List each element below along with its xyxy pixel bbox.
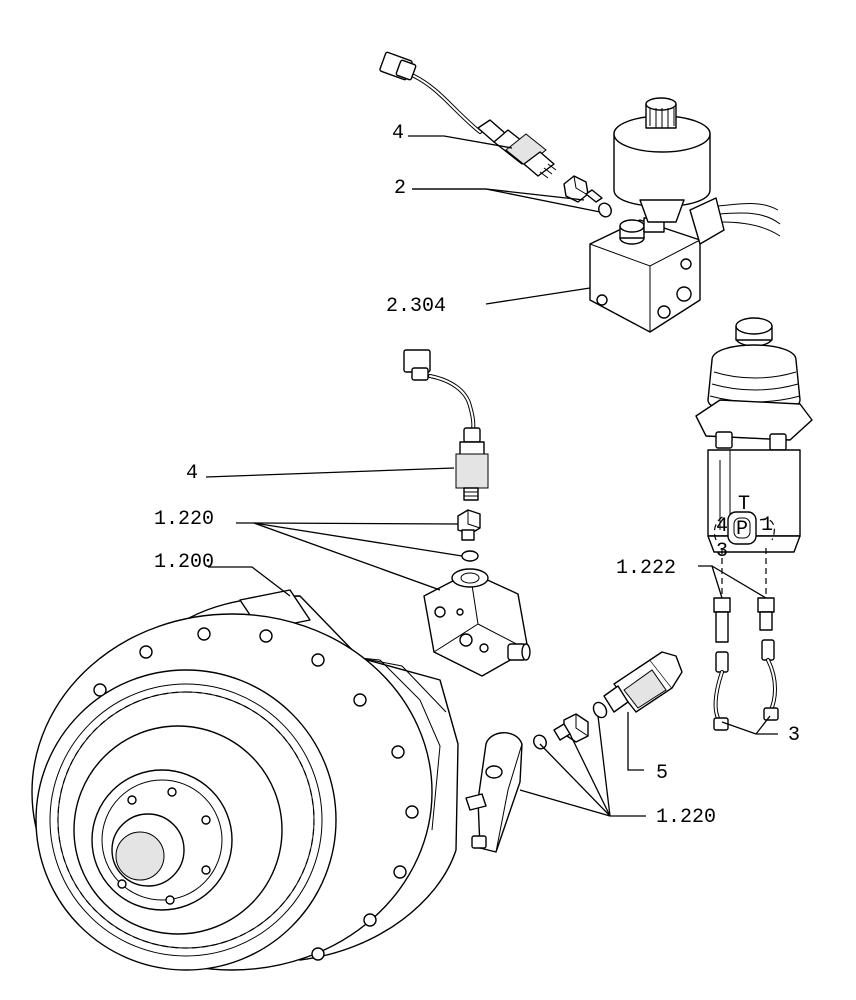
mid-sensor-assembly [403,349,489,501]
callout-top-block: 2.304 [386,295,446,318]
joystick-fittings [713,548,775,643]
flange-bolts [93,627,419,961]
port-label-t: T [738,493,750,516]
callout-transmission: 1.200 [154,551,214,574]
pressure-switch [592,651,683,719]
callout-bottom-fittings: 1.220 [656,806,716,829]
joystick-harness [713,639,779,731]
mid-manifold [423,568,531,677]
callout-top-fitting: 2 [394,177,406,200]
callout-top-sensor: 4 [392,122,404,145]
callout-mid-fittings: 1.220 [154,508,214,531]
bracket [465,732,523,853]
top-valve-block [589,97,781,333]
callout-pressure-switch: 5 [656,762,668,785]
callout-joystick-fittings: 1.222 [616,557,676,580]
bottom-fittings [533,713,589,750]
top-fitting [563,175,612,218]
port-label-1: 1 [761,514,773,537]
callout-joystick-harness: 3 [788,724,800,747]
mid-fittings [457,509,481,562]
port-label-p: P [736,518,748,541]
callout-mid-sensor: 4 [186,462,198,485]
joystick-assembly: T P 1 3 4 [695,317,813,563]
port-label-4: 4 [716,515,728,538]
transmission-housing [31,589,459,971]
leader-lines [205,135,778,817]
top-sensor-assembly [379,51,557,179]
